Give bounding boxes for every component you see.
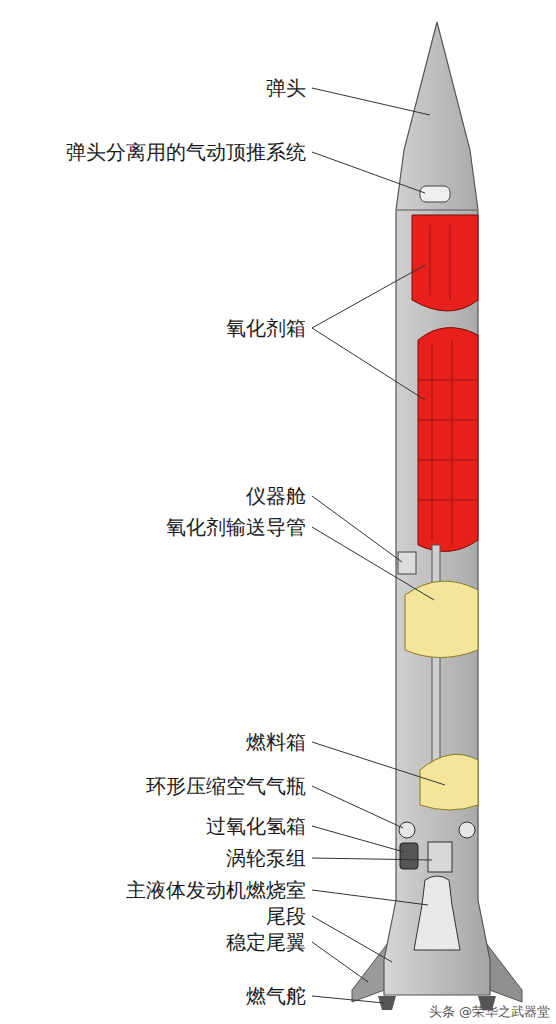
part-label: 仪器舱 xyxy=(246,484,306,508)
watermark: 头条 @荣华之武器堂 xyxy=(429,1004,550,1020)
part-label: 弹头 xyxy=(266,76,306,100)
part-label: 主液体发动机燃烧室 xyxy=(126,878,306,902)
part-label: 燃料箱 xyxy=(246,730,306,754)
part-label: 氧化剂输送导管 xyxy=(166,515,306,539)
part-label: 环形压缩空气气瓶 xyxy=(146,774,306,798)
part-label: 尾段 xyxy=(266,904,306,928)
part-label: 稳定尾翼 xyxy=(226,930,306,954)
part-label: 涡轮泵组 xyxy=(226,846,306,870)
part-label: 过氧化氢箱 xyxy=(206,814,306,838)
part-label: 燃气舵 xyxy=(246,984,306,1008)
part-label: 氧化剂箱 xyxy=(226,316,306,340)
part-label: 弹头分离用的气动顶推系统 xyxy=(66,140,306,164)
